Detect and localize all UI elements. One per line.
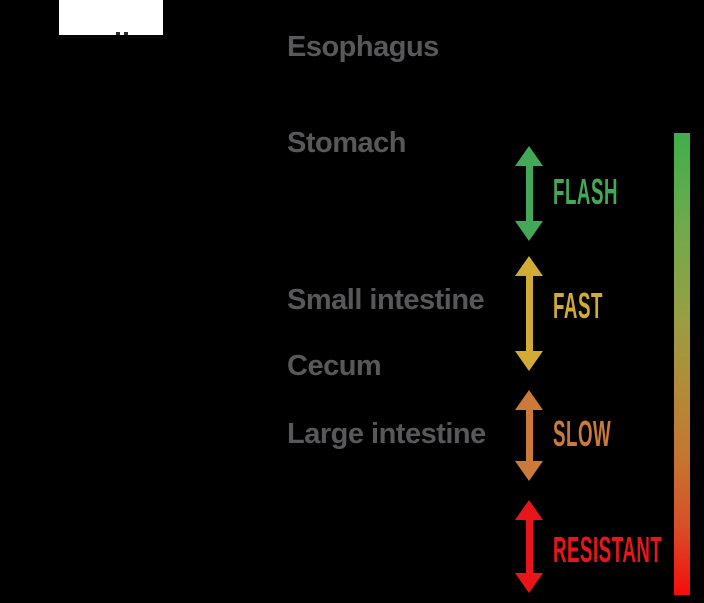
arrow-shaft [525, 160, 533, 227]
organ-label-esophagus: Esophagus [287, 31, 439, 63]
arrowhead-down-icon [515, 351, 543, 371]
artifact-mark [124, 32, 128, 35]
arrow-shaft [525, 404, 533, 467]
organ-label-large-intestine: Large intestine [287, 418, 486, 450]
image-placeholder-box [59, 0, 163, 35]
speed-label-slow: SLOW [553, 416, 665, 452]
organ-label-small-intestine: Small intestine [287, 284, 485, 316]
arrowhead-up-icon [515, 146, 543, 166]
arrowhead-up-icon [515, 256, 543, 276]
arrowhead-down-icon [515, 461, 543, 481]
speed-label-text: SLOW [553, 413, 612, 454]
artifact-mark [116, 32, 120, 35]
organ-label-cecum: Cecum [287, 350, 382, 382]
speed-label-text: FAST [553, 285, 603, 326]
arrowhead-down-icon [515, 573, 543, 593]
double-arrow-fast-icon [515, 256, 543, 371]
speed-label-resistant: RESISTANT [553, 532, 704, 568]
speed-gradient-bar [674, 133, 690, 595]
double-arrow-resistant-icon [515, 500, 543, 593]
arrowhead-up-icon [515, 500, 543, 520]
arrowhead-up-icon [515, 390, 543, 410]
arrowhead-down-icon [515, 221, 543, 241]
organ-label-stomach: Stomach [287, 127, 406, 159]
double-arrow-slow-icon [515, 390, 543, 481]
double-arrow-flash-icon [515, 146, 543, 241]
speed-label-text: RESISTANT [553, 529, 663, 570]
arrow-shaft [525, 514, 533, 579]
speed-label-flash: FLASH [553, 174, 678, 210]
speed-label-fast: FAST [553, 288, 649, 324]
speed-label-text: FLASH [553, 171, 618, 212]
arrow-shaft [525, 270, 533, 357]
